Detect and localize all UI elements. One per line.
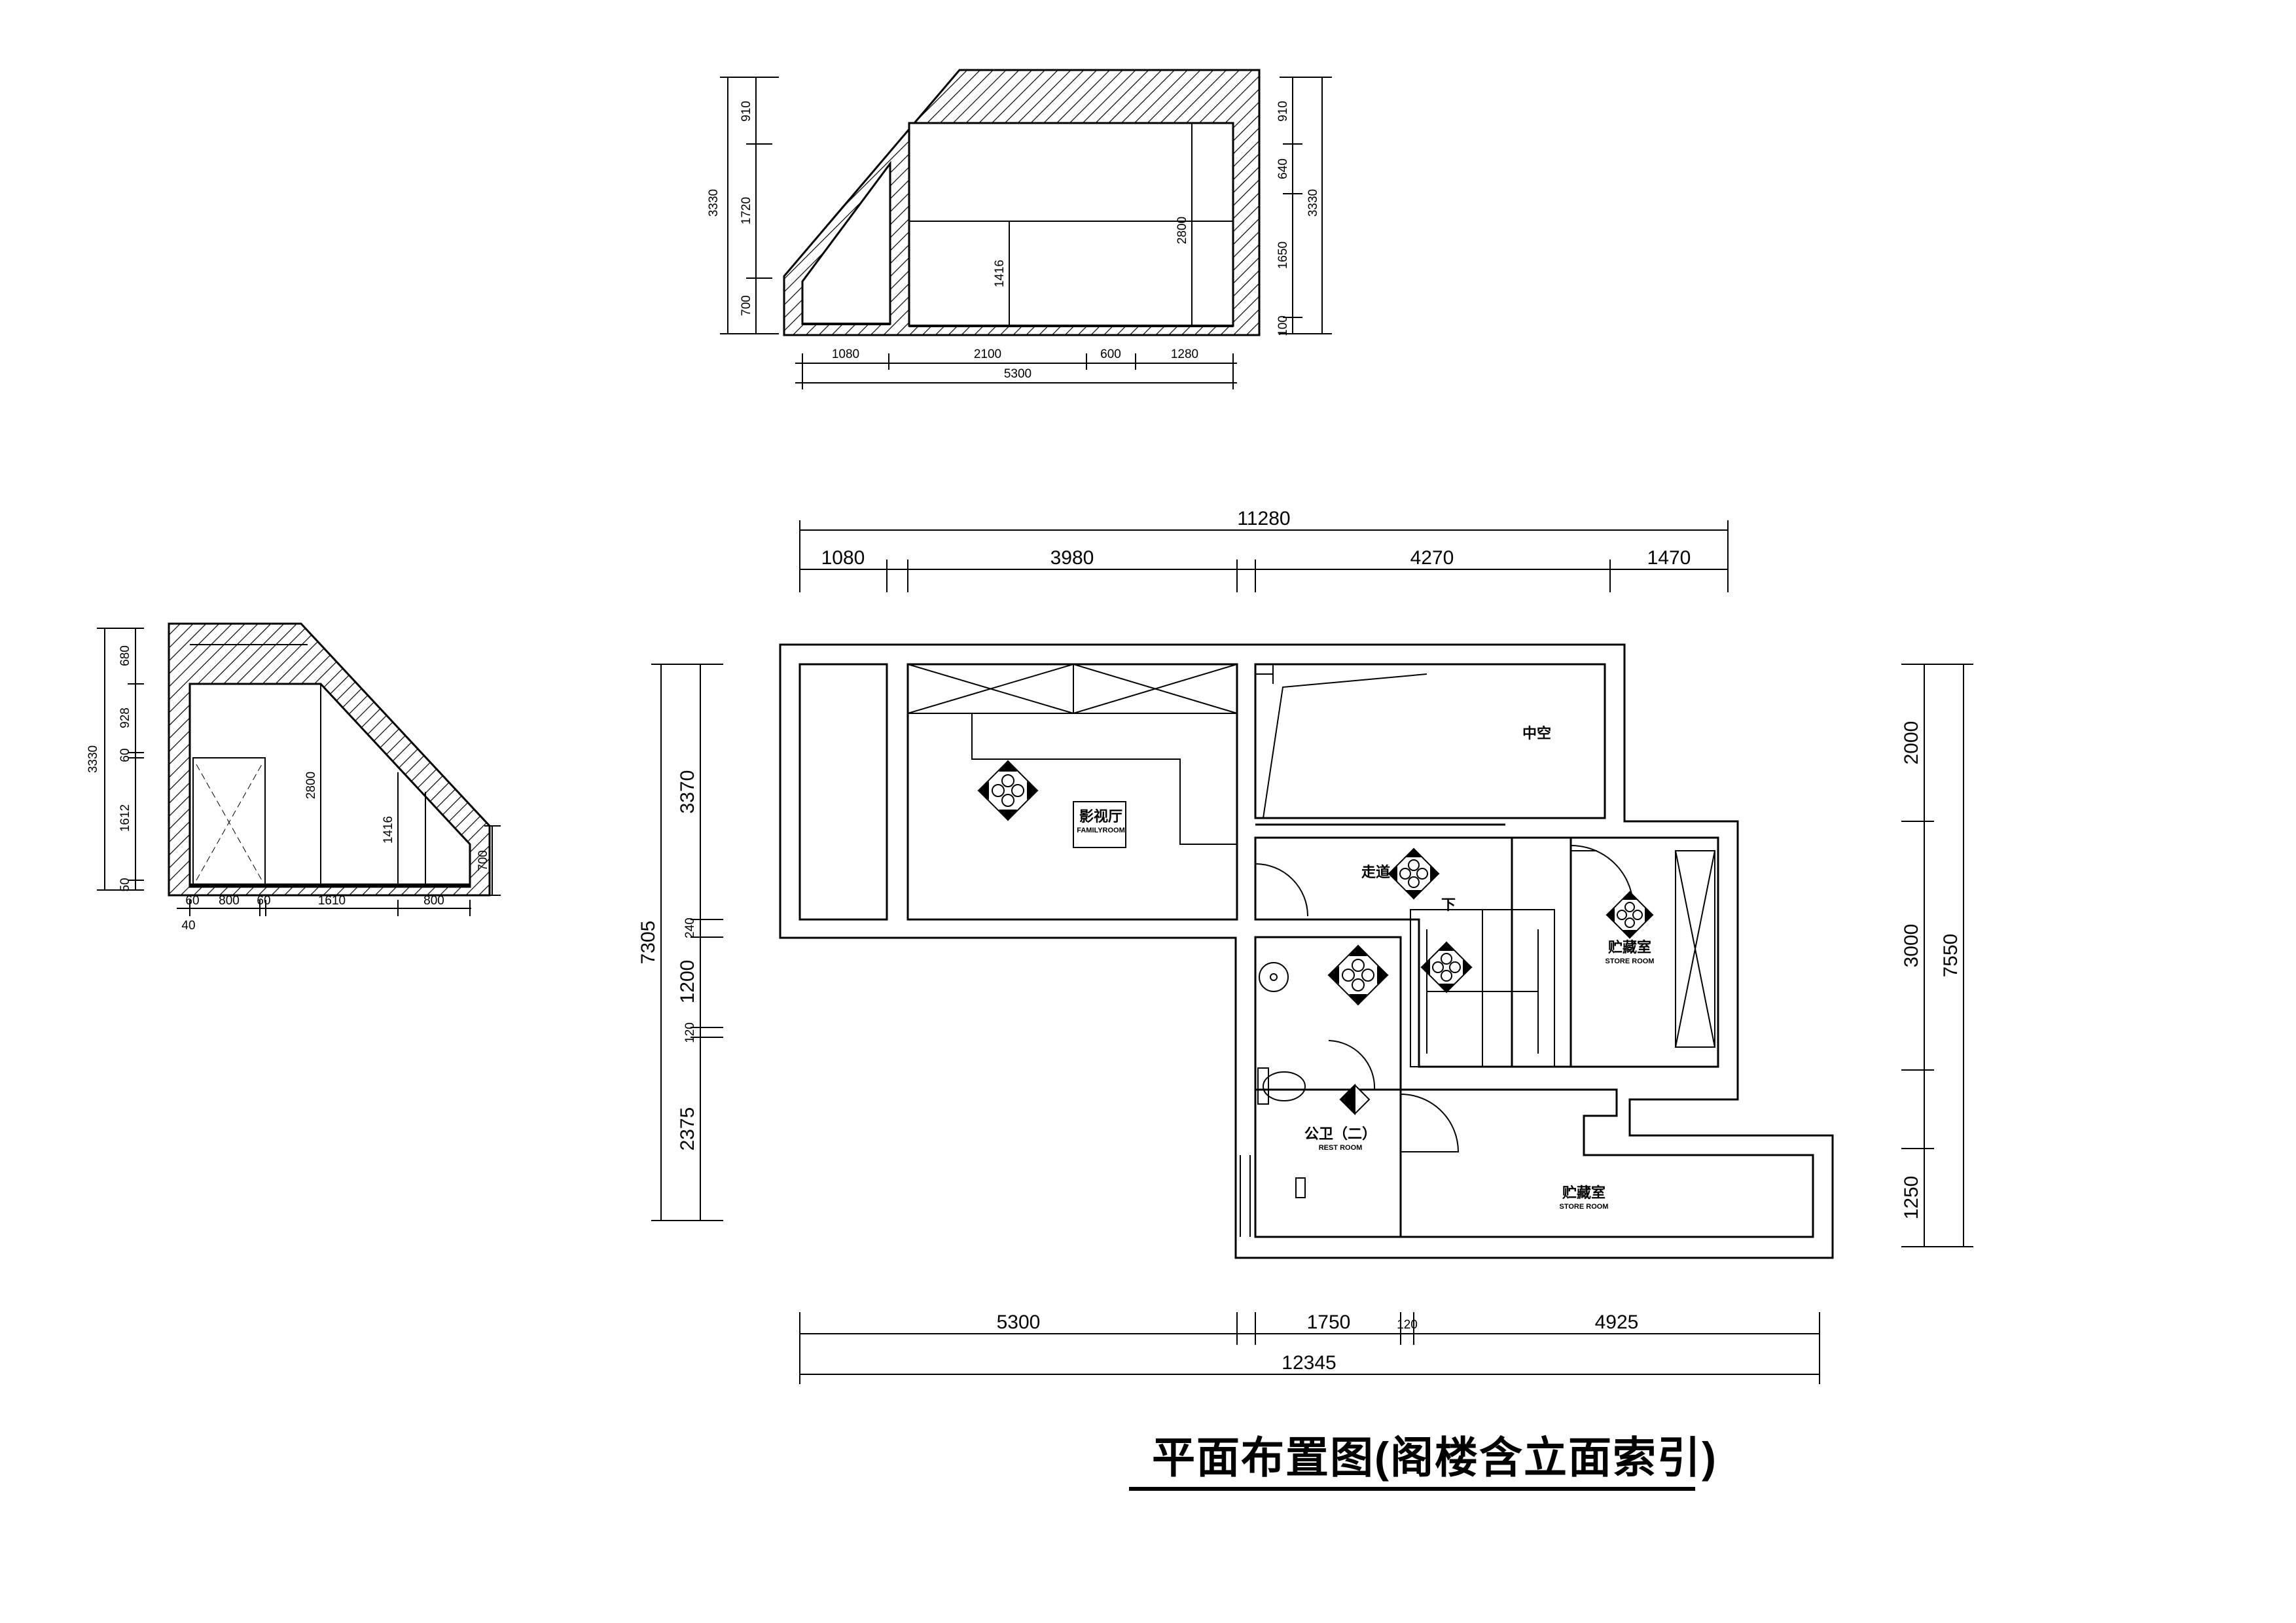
elev-b-bottom-d1: 60 (185, 894, 199, 908)
elevation-index-markers (977, 760, 1654, 1116)
room-family-en: FAMILYROOM (1077, 827, 1125, 834)
elev-b-height-2: 1416 (382, 816, 395, 844)
elevation-b-dims (97, 628, 501, 916)
elev-a-left-d1: 910 (740, 101, 753, 122)
elev-b-left-d5: 50 (118, 878, 132, 891)
plan-top-d1: 1080 (821, 547, 865, 569)
elev-b-height-1: 2800 (304, 772, 318, 799)
elev-a-right-total: 3330 (1306, 189, 1320, 217)
elev-a-left-d2: 1720 (740, 197, 753, 224)
plan-left-d4: 120 (683, 1022, 697, 1043)
plan-top-d3: 4270 (1410, 547, 1454, 569)
plan-bottom-d2: 1750 (1307, 1311, 1351, 1333)
elev-a-right-d4: 100 (1276, 315, 1290, 336)
elev-b-bottom-d5: 800 (423, 894, 444, 908)
room-store2-en: STORE ROOM (1560, 1203, 1609, 1211)
elev-b-right-dim: 700 (476, 850, 490, 871)
elevation-a-dims (720, 77, 1332, 389)
elev-a-bottom-d4: 1280 (1171, 348, 1198, 361)
room-family-cn: 影视厅 (1079, 808, 1122, 825)
elev-b-left-total: 3330 (86, 745, 100, 773)
elev-a-right-d2: 640 (1276, 158, 1290, 179)
plan-top-d2: 3980 (1050, 547, 1094, 569)
elev-b-bottom-d2: 800 (219, 894, 240, 908)
plan-bottom-d4: 4925 (1595, 1311, 1639, 1333)
elev-a-right-d1: 910 (1276, 101, 1290, 122)
elev-a-bottom-total: 5300 (1004, 367, 1031, 381)
room-void-cn: 中空 (1522, 725, 1551, 741)
plan-details (907, 664, 1715, 1237)
page-title: 平面布置图(阁楼含立面索引) (1152, 1433, 1717, 1482)
room-store-en: STORE ROOM (1605, 957, 1655, 965)
index-marker-restroom (1339, 1083, 1371, 1116)
elev-a-left-total: 3330 (707, 189, 721, 217)
elev-b-bottom-d4: 1610 (318, 894, 346, 908)
plan-top-total: 11280 (1237, 508, 1290, 529)
plan-dimension-lines (651, 520, 1973, 1384)
elev-a-height-1: 1416 (993, 260, 1007, 287)
drawing-title: 平面布置图(阁楼含立面索引) (1129, 1433, 1717, 1491)
elev-a-bottom-d2: 2100 (974, 348, 1001, 361)
plan-right-total: 7550 (1940, 934, 1962, 978)
elev-b-left-d2: 928 (118, 707, 132, 728)
elevation-a-labels: 3330 910 1720 700 3330 910 640 1650 100 … (707, 101, 1320, 381)
elev-a-height-2: 2800 (1175, 217, 1189, 244)
room-corridor-cn: 走道 (1361, 864, 1390, 880)
elevation-b (168, 622, 491, 897)
elev-b-bottom-d3: 60 (257, 894, 270, 908)
plan-bottom-d3: 120 (1397, 1318, 1418, 1332)
room-store-cn: 贮藏室 (1608, 939, 1651, 955)
plan-right-d1: 2000 (1901, 721, 1922, 765)
plan-left-total: 7305 (637, 921, 659, 965)
plan-top-d4: 1470 (1647, 547, 1691, 569)
elev-a-bottom-d1: 1080 (832, 348, 859, 361)
elev-a-bottom-d3: 600 (1100, 348, 1121, 361)
index-marker-stair (1420, 941, 1473, 993)
elev-b-left-d1: 680 (118, 645, 132, 666)
room-restroom-en: REST ROOM (1319, 1144, 1363, 1152)
index-marker-familyroom (977, 760, 1039, 821)
room-restroom-cn: 公卫（二） (1304, 1126, 1376, 1142)
plan-left-d1: 3370 (677, 770, 698, 814)
plan-left-d5: 2375 (677, 1107, 698, 1151)
plan-bottom-total: 12345 (1282, 1352, 1336, 1374)
plan-left-d2: 240 (683, 918, 697, 938)
plan-bottom-d1: 5300 (997, 1311, 1041, 1333)
index-marker-corridor (1388, 847, 1440, 900)
room-store2-cn: 贮藏室 (1562, 1185, 1605, 1201)
room-down-cn: 下 (1441, 897, 1456, 913)
elev-b-bottom-d6: 40 (181, 919, 195, 933)
elev-a-right-d3: 1650 (1276, 241, 1290, 269)
plan-walls (779, 643, 1834, 1259)
plan-right-d3: 1250 (1901, 1176, 1922, 1220)
elev-b-left-d3: 60 (118, 748, 132, 762)
elevation-a (783, 69, 1261, 336)
elev-a-left-d3: 700 (740, 295, 753, 316)
elevation-b-labels: 3330 680 928 60 1612 50 700 2800 1416 60… (86, 645, 490, 933)
plan-right-d2: 3000 (1901, 924, 1922, 968)
plan-dimension-labels: 11280 1080 3980 4270 1470 5300 1750 120 … (637, 508, 1962, 1374)
index-marker-store (1605, 891, 1654, 939)
room-labels: 影视厅 FAMILYROOM 中空 走道 下 贮藏室 STORE ROOM 公卫… (1077, 725, 1654, 1211)
plan-left-d3: 1200 (677, 960, 698, 1004)
elev-b-left-d4: 1612 (118, 804, 132, 832)
index-marker-bath (1327, 944, 1389, 1006)
